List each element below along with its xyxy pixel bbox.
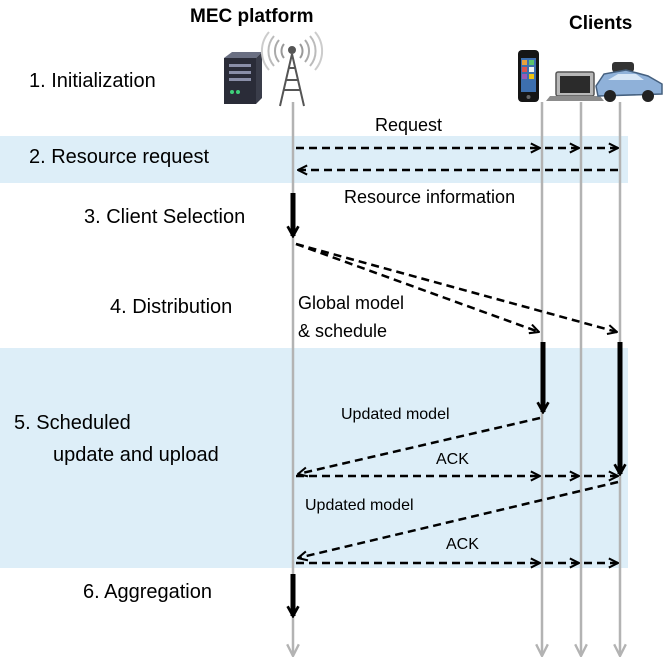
global-model-label-2: & schedule	[298, 321, 388, 341]
scheduled-update-band	[0, 348, 628, 568]
step-scheduled-line-2: update and upload	[53, 444, 219, 466]
global-model-label-1: Global model	[298, 293, 405, 313]
clients-header: Clients	[569, 13, 633, 34]
step-client-selection: 3. Client Selection	[84, 206, 246, 228]
antenna-tower-icon	[260, 31, 324, 107]
resource-information-label: Resource information	[344, 187, 516, 207]
step-resource-request: 2. Resource request	[29, 146, 210, 168]
updated-model-label-2: Updated model	[305, 497, 414, 514]
step-initialization: 1. Initialization	[29, 70, 156, 92]
ack-label-2: ACK	[446, 536, 479, 553]
ack-label-1: ACK	[436, 451, 469, 468]
request-label: Request	[375, 115, 443, 135]
step-scheduled-line-1: 5. Scheduled	[14, 412, 131, 434]
resource-request-band	[0, 136, 628, 183]
step-distribution: 4. Distribution	[110, 296, 233, 318]
car-icon	[595, 62, 663, 102]
mec-platform-header: MEC platform	[190, 6, 314, 27]
step-aggregation: 6. Aggregation	[83, 581, 212, 603]
distribution-arrows	[295, 242, 617, 332]
updated-model-upload-1	[298, 416, 541, 474]
updated-model-upload-2	[298, 480, 619, 558]
server-icon	[224, 52, 262, 104]
lifelines	[293, 102, 620, 656]
laptop-icon	[546, 71, 604, 101]
local-training-activations	[543, 342, 620, 474]
updated-model-label-1: Updated model	[341, 406, 450, 423]
smartphone-icon	[518, 50, 539, 102]
